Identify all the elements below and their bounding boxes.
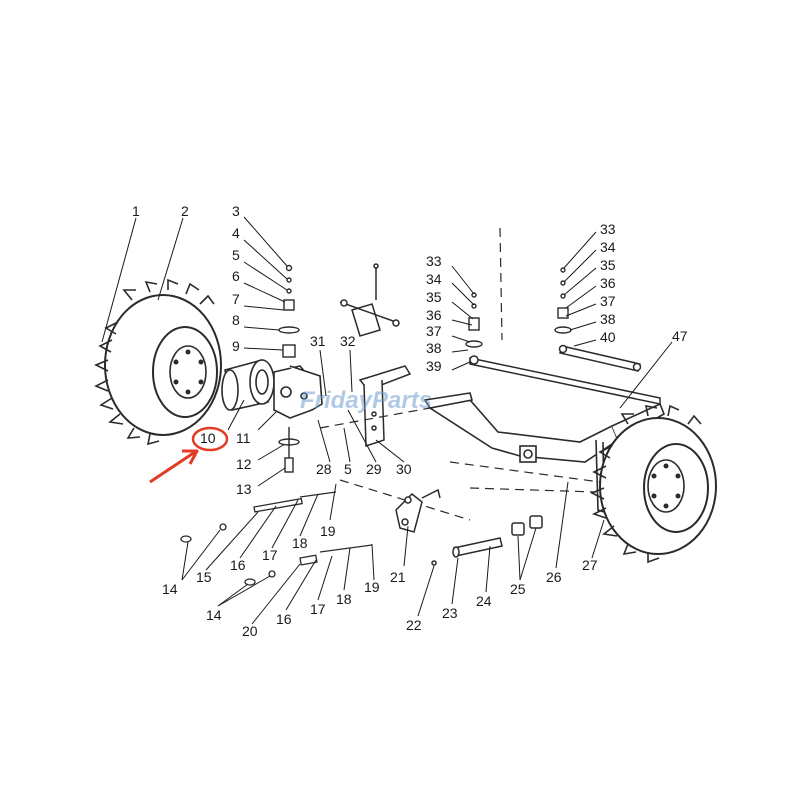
callout-18-upper: 18	[292, 535, 308, 551]
hub-motor	[221, 358, 275, 411]
alignment-lines	[319, 227, 601, 521]
callout-14-upper: 14	[162, 581, 178, 597]
callout-13: 13	[236, 481, 252, 497]
callout-36-left: 36	[426, 307, 442, 323]
callout-8: 8	[232, 312, 240, 328]
callout-30: 30	[396, 461, 412, 477]
callout-35-right: 35	[600, 257, 616, 273]
callout-19-upper: 19	[320, 523, 336, 539]
callout-5-lower: 5	[344, 461, 352, 477]
callout-12: 12	[236, 456, 252, 472]
callout-28: 28	[316, 461, 332, 477]
callout-37-left: 37	[426, 323, 442, 339]
callout-39: 39	[426, 358, 442, 374]
callout-18-lower: 18	[336, 591, 352, 607]
callout-17-upper: 17	[262, 547, 278, 563]
callout-15: 15	[196, 569, 212, 585]
steering-knuckle	[273, 365, 323, 419]
callout-14-lower: 14	[206, 607, 222, 623]
kingpin-stack	[278, 264, 300, 473]
callout-5: 5	[232, 247, 240, 263]
pin-set-lower	[244, 544, 373, 586]
watermark: FridayParts	[300, 387, 432, 414]
callout-38-right: 38	[600, 311, 616, 327]
highlight-arrow	[149, 450, 196, 484]
shaft-and-bushings	[431, 515, 543, 566]
callout-27: 27	[582, 557, 598, 573]
callout-3: 3	[232, 203, 240, 219]
callout-17-lower: 17	[310, 601, 326, 617]
upper-bracket	[339, 263, 412, 448]
callout-47: 47	[672, 328, 688, 344]
callout-32: 32	[340, 333, 356, 349]
tie-rods	[469, 344, 661, 405]
callout-11: 11	[236, 430, 251, 446]
callout-19-lower: 19	[364, 579, 380, 595]
callout-21: 21	[390, 569, 406, 585]
right-hub	[647, 459, 685, 513]
callout-2: 2	[181, 203, 189, 219]
callout-33-right: 33	[600, 221, 616, 237]
callout-37-right: 37	[600, 293, 616, 309]
highlight-circle	[191, 426, 229, 452]
callout-22: 22	[406, 617, 422, 633]
callout-16-lower: 16	[276, 611, 292, 627]
callout-10: 10	[200, 430, 216, 446]
left-lug-nuts	[173, 349, 204, 395]
left-tire-treads	[94, 278, 215, 446]
callout-36-right: 36	[600, 275, 616, 291]
callout-26: 26	[546, 569, 562, 585]
leader-lines	[101, 216, 673, 625]
callout-23: 23	[442, 605, 458, 621]
callout-25: 25	[510, 581, 526, 597]
callout-20: 20	[242, 623, 258, 639]
callout-31: 31	[310, 333, 326, 349]
right-lug-nuts	[651, 463, 681, 509]
callout-16-upper: 16	[230, 557, 246, 573]
callout-24: 24	[476, 593, 492, 609]
callout-1: 1	[132, 203, 140, 219]
callout-29: 29	[366, 461, 382, 477]
callout-34-right: 34	[600, 239, 616, 255]
callout-9: 9	[232, 338, 240, 354]
callout-4: 4	[232, 225, 240, 241]
pin-set-upper	[180, 491, 337, 543]
callout-38-left: 38	[426, 340, 442, 356]
right-kingpin-stack	[465, 267, 572, 348]
callout-40: 40	[600, 329, 616, 345]
callout-34-left: 34	[426, 271, 442, 287]
right-tire-treads	[590, 404, 702, 564]
callout-35-left: 35	[426, 289, 442, 305]
highlight-annotation	[149, 426, 229, 484]
right-wheel	[590, 404, 717, 564]
left-wheel	[94, 278, 222, 446]
callout-labels: 1 2 3 4 5 6 7 8 9 10 11 12 13 14 14 15 1…	[132, 203, 688, 639]
callout-33-left: 33	[426, 253, 442, 269]
callout-7: 7	[232, 291, 240, 307]
callout-6: 6	[232, 268, 240, 284]
highlight-arrowhead	[182, 449, 199, 465]
left-hub	[169, 345, 207, 399]
bell-crank	[395, 488, 441, 533]
